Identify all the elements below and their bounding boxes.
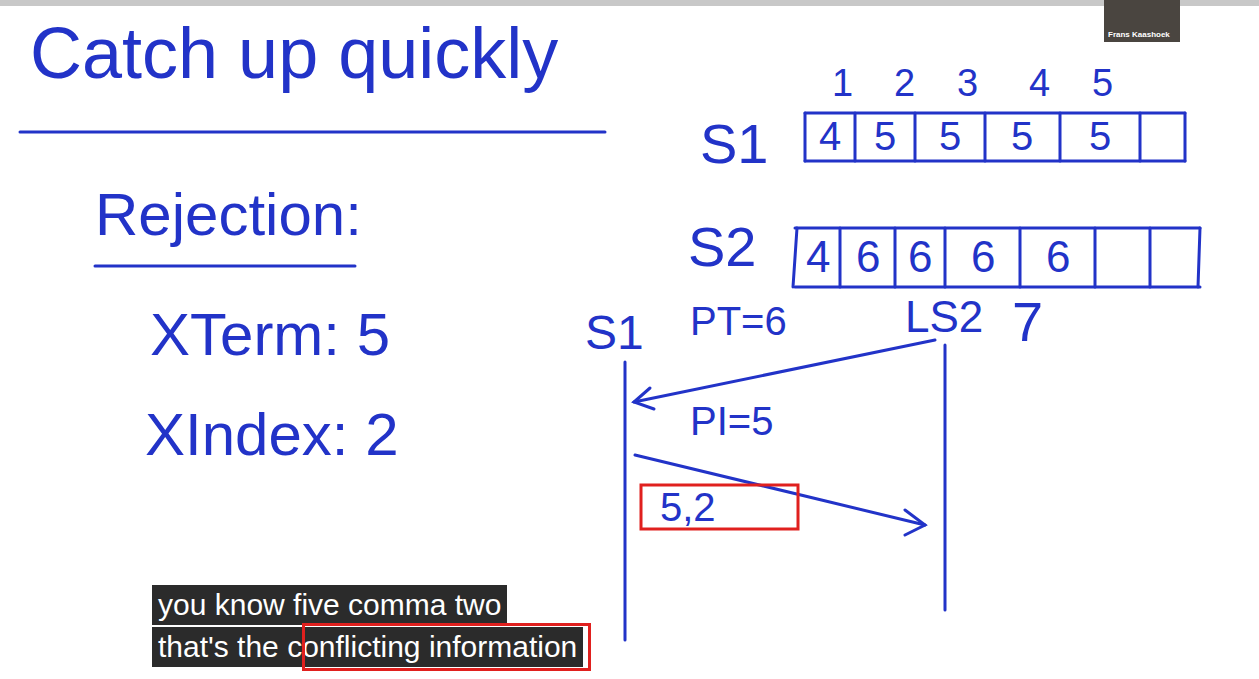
log-cell: 6 bbox=[908, 232, 932, 283]
log-cell: 6 bbox=[971, 232, 995, 283]
speaker-name: Frans Kaashoek bbox=[1108, 30, 1170, 39]
title-underline bbox=[20, 131, 605, 134]
reply-field: 5,2 bbox=[660, 484, 716, 530]
server-name: S1 bbox=[700, 112, 769, 176]
index-number: 5 bbox=[1092, 62, 1113, 106]
highlight-box bbox=[302, 623, 591, 671]
append-arrow bbox=[634, 340, 935, 409]
leader-name: LS2 bbox=[905, 292, 983, 343]
field-value: XTerm: 5 bbox=[150, 300, 390, 369]
index-number: 4 bbox=[1029, 62, 1050, 106]
message-field: PI=5 bbox=[690, 398, 773, 444]
index-number: 3 bbox=[957, 62, 978, 106]
highlight-box bbox=[641, 485, 798, 529]
message-field: PT=6 bbox=[690, 298, 787, 344]
s2-log bbox=[793, 228, 1200, 287]
log-cell: 5 bbox=[1089, 113, 1111, 159]
log-cell: 5 bbox=[1011, 113, 1033, 159]
lifeline-name: S1 bbox=[585, 305, 644, 360]
s2-lifeline bbox=[944, 345, 947, 610]
heading-underline bbox=[95, 265, 355, 268]
index-number: 1 bbox=[832, 62, 853, 106]
field-value: XIndex: 2 bbox=[145, 400, 399, 469]
subtitle: that's the conflicting information bbox=[152, 627, 583, 667]
s1-lifeline bbox=[624, 362, 627, 640]
server-name: S2 bbox=[688, 215, 757, 279]
reply-arrow bbox=[635, 455, 925, 535]
log-cell: 6 bbox=[856, 232, 880, 283]
heading: Rejection: bbox=[95, 180, 362, 249]
top-bar bbox=[0, 0, 1259, 6]
log-cell: 4 bbox=[819, 113, 841, 159]
log-cell: 4 bbox=[806, 232, 830, 283]
s1-log bbox=[805, 113, 1185, 161]
index-number: 2 bbox=[894, 62, 915, 106]
subtitle: you know five comma two bbox=[152, 585, 507, 625]
log-cell: 5 bbox=[939, 113, 961, 159]
term-number: 7 bbox=[1012, 290, 1043, 354]
log-cell: 6 bbox=[1046, 232, 1070, 283]
board-title: Catch up quickly bbox=[30, 12, 558, 95]
log-cell: 5 bbox=[874, 113, 896, 159]
